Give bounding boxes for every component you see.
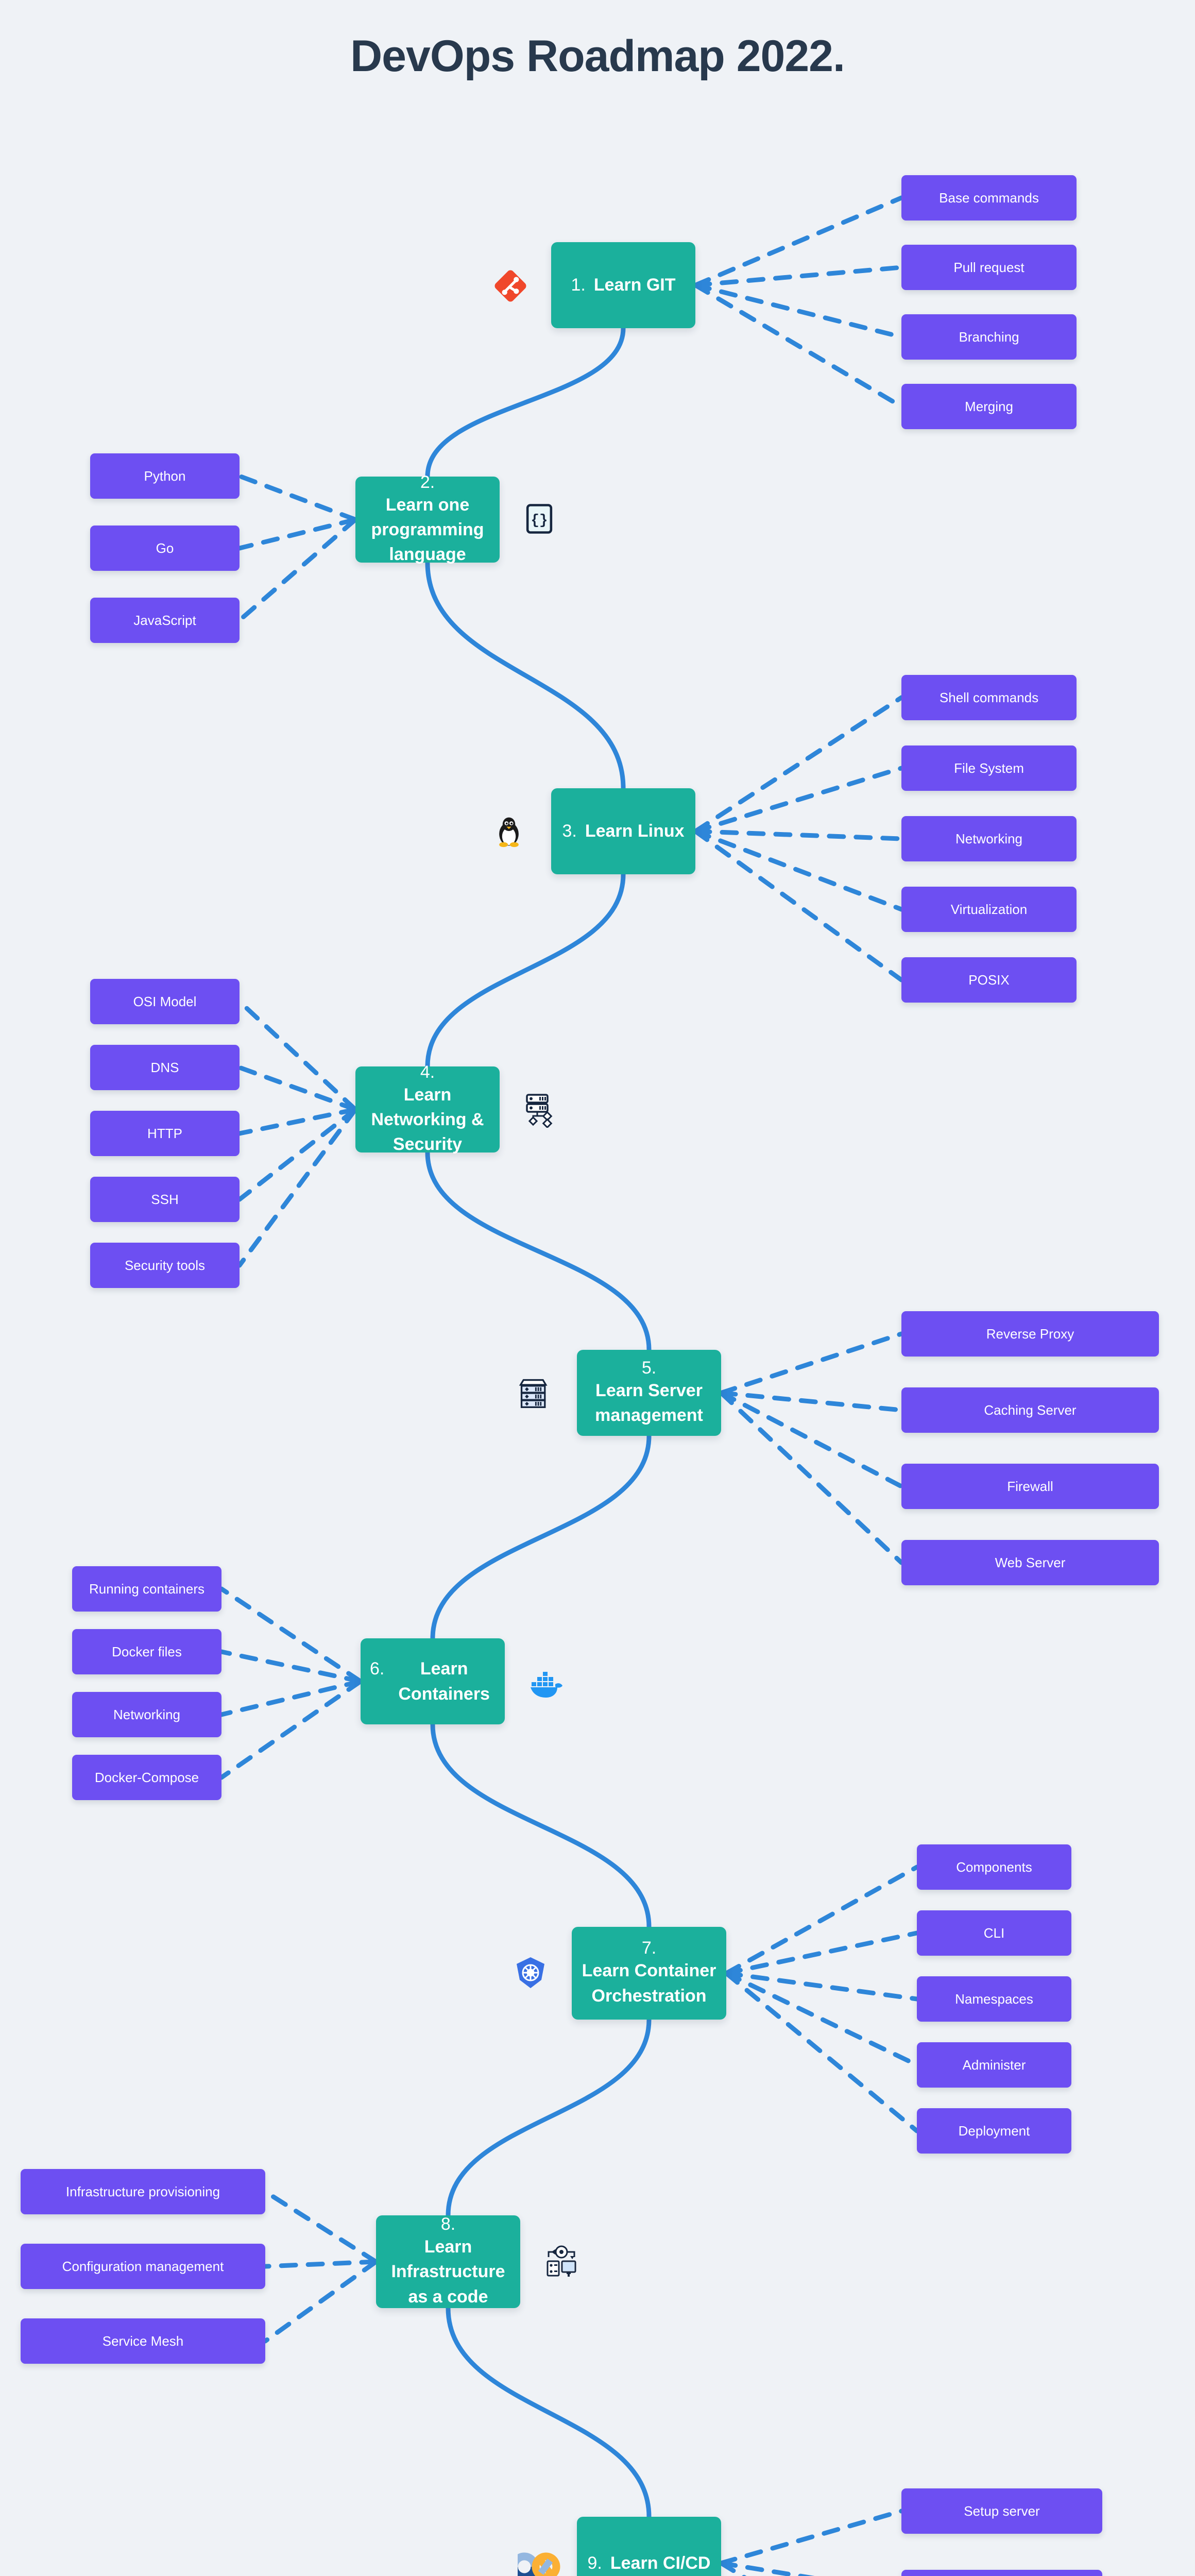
step-node-8[interactable]: 8. Learn Infrastructure as a code: [376, 2214, 520, 2308]
leaf-chip[interactable]: POSIX: [901, 957, 1077, 1003]
leaf-chip[interactable]: Setup server: [901, 2488, 1102, 2534]
step-number: 4.: [420, 1062, 435, 1082]
step-title: Learn Server management: [595, 1380, 703, 1425]
leaf-chip[interactable]: Virtualization: [901, 887, 1077, 932]
linux-penguin-icon: [492, 814, 526, 852]
leaf-chip[interactable]: Web Server: [901, 1540, 1159, 1585]
gear-server-monitor-icon: [543, 2244, 579, 2282]
step-number: 1.: [571, 275, 586, 295]
leaf-chip[interactable]: Networking: [72, 1692, 221, 1737]
docker-whale-icon: [528, 1664, 565, 1702]
leaf-chip[interactable]: Deployment: [917, 2108, 1071, 2154]
step-number: 3.: [562, 821, 577, 841]
step-number: 2.: [420, 472, 435, 492]
leaf-chip[interactable]: Configuration management: [21, 2244, 265, 2289]
leaf-chip[interactable]: OSI Model: [90, 979, 240, 1024]
leaf-chip[interactable]: Running containers: [72, 1566, 221, 1612]
step-title: Learn Container Orchestration: [582, 1961, 716, 2006]
leaf-chip[interactable]: Caching Server: [901, 1387, 1159, 1433]
step-number: 5.: [641, 1358, 657, 1378]
step-node-5[interactable]: 5. Learn Server management: [577, 1350, 721, 1436]
leaf-chip[interactable]: Base commands: [901, 175, 1077, 221]
leaf-chip[interactable]: Shell commands: [901, 675, 1077, 720]
leaf-chip[interactable]: Components: [917, 1844, 1071, 1890]
page-title: DevOps Roadmap 2022.: [350, 31, 845, 81]
step-title: Learn Networking & Security: [371, 1084, 484, 1155]
step-node-2[interactable]: 2. Learn one programming language: [355, 472, 500, 564]
leaf-chip[interactable]: Networking: [901, 816, 1077, 861]
leaf-chip[interactable]: Integration: [901, 2570, 1102, 2576]
step-node-3[interactable]: 3. Learn Linux: [551, 788, 695, 874]
server-rack-icon: [518, 1375, 552, 1414]
code-braces-icon: {}: [523, 502, 556, 538]
step-number: 8.: [440, 2214, 456, 2234]
step-title: Learn Linux: [585, 821, 685, 841]
step-title: Learn CI/CD: [610, 2553, 711, 2573]
step-number: 7.: [641, 1938, 657, 1958]
leaf-chip[interactable]: DNS: [90, 1045, 240, 1090]
leaf-chip[interactable]: Administer: [917, 2042, 1071, 2088]
step-title: Learn GIT: [593, 275, 676, 295]
step-node-7[interactable]: 7. Learn Container Orchestration: [572, 1927, 726, 2020]
leaf-chip[interactable]: Docker files: [72, 1629, 221, 1674]
leaf-chip[interactable]: Branching: [901, 314, 1077, 360]
git-icon: [492, 267, 529, 307]
leaf-chip[interactable]: Infrastructure provisioning: [21, 2169, 265, 2214]
leaf-chip[interactable]: SSH: [90, 1177, 240, 1222]
leaf-chip[interactable]: Service Mesh: [21, 2318, 265, 2364]
network-server-icon: [523, 1092, 559, 1130]
leaf-chip[interactable]: Python: [90, 453, 240, 499]
step-title: Learn Infrastructure as a code: [391, 2237, 505, 2307]
step-node-4[interactable]: 4. Learn Networking & Security: [355, 1062, 500, 1154]
step-number: 9.: [587, 2553, 602, 2573]
leaf-chip[interactable]: Go: [90, 526, 240, 571]
step-node-1[interactable]: 1. Learn GIT: [551, 242, 695, 328]
leaf-chip[interactable]: Reverse Proxy: [901, 1311, 1159, 1357]
leaf-chip[interactable]: Firewall: [901, 1464, 1159, 1509]
leaf-chip[interactable]: Docker-Compose: [72, 1755, 221, 1800]
kubernetes-helm-icon: [513, 1955, 549, 1994]
leaf-chip[interactable]: Pull request: [901, 245, 1077, 290]
leaf-chip[interactable]: Merging: [901, 384, 1077, 429]
step-number: 6.: [370, 1659, 385, 1679]
step-node-9[interactable]: 9. Learn CI/CD: [577, 2517, 721, 2576]
step-title: Learn Containers: [398, 1659, 490, 1704]
step-node-6[interactable]: 6. Learn Containers: [361, 1638, 505, 1724]
leaf-chip[interactable]: File System: [901, 745, 1077, 791]
leaf-chip[interactable]: JavaScript: [90, 598, 240, 643]
leaf-chip[interactable]: Namespaces: [917, 1976, 1071, 2022]
svg-text:{}: {}: [531, 513, 548, 529]
leaf-chip[interactable]: HTTP: [90, 1111, 240, 1156]
step-title: Learn one programming language: [371, 495, 484, 565]
leaf-chip[interactable]: Security tools: [90, 1243, 240, 1288]
leaf-chip[interactable]: CLI: [917, 1910, 1071, 1956]
devops-infinity-icon: [510, 2545, 573, 2576]
